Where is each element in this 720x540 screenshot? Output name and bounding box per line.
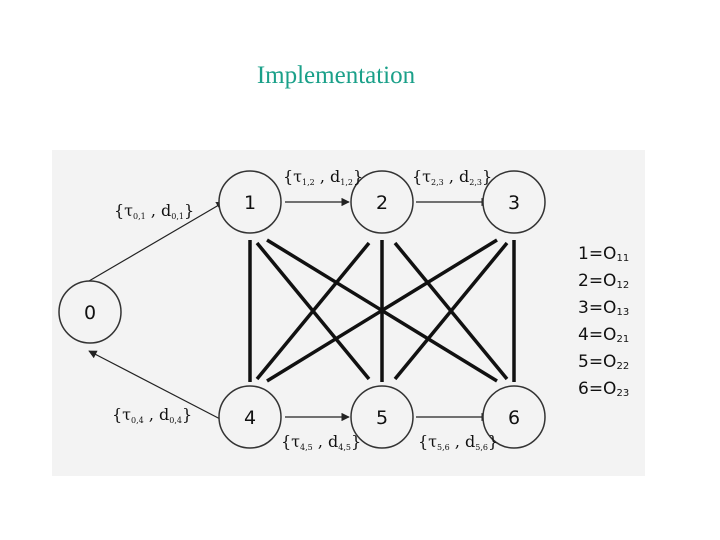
legend-row: 2=O12 (578, 271, 630, 291)
edge-label-1-2: {τ1,2 , d1,2} (283, 167, 363, 187)
edge-2-4 (255, 241, 371, 381)
edge-label-2-3: {τ2,3 , d2,3} (412, 167, 492, 187)
edge-4-0 (88, 350, 225, 422)
node-1: 1 (218, 170, 282, 234)
graph-diagram: 0 1 2 3 4 5 6 {τ0,1 , d0,1} {τ0,4 , d0,4… (58, 167, 546, 452)
node-5: 5 (350, 385, 414, 449)
svg-text:2: 2 (376, 192, 388, 214)
edge-label-0-1: {τ0,1 , d0,1} (114, 201, 194, 221)
svg-text:1: 1 (244, 192, 256, 214)
legend-row: 1=O11 (578, 244, 630, 264)
legend-row: 6=O23 (578, 379, 630, 399)
edge-3-5 (393, 241, 509, 381)
node-2: 2 (350, 170, 414, 234)
svg-text:4: 4 (244, 407, 256, 429)
svg-text:5: 5 (376, 407, 388, 429)
legend-row: 3=O13 (578, 298, 630, 318)
legend-row: 5=O22 (578, 352, 630, 372)
svg-text:3: 3 (508, 192, 520, 214)
edge-label-4-5: {τ4,5 , d4,5} (281, 432, 361, 452)
legend-row: 4=O21 (578, 325, 630, 345)
edge-0-1 (88, 201, 225, 282)
svg-text:6: 6 (508, 407, 520, 429)
slide-title: Implementation (256, 62, 416, 89)
diagram-panel: 0 1 2 3 4 5 6 {τ0,1 , d0,1} {τ0,4 , d0,4… (52, 150, 645, 476)
node-4: 4 (218, 385, 282, 449)
node-0: 0 (58, 280, 122, 344)
node-3: 3 (482, 170, 546, 234)
edge-label-0-4: {τ0,4 , d0,4} (112, 405, 192, 425)
edge-label-5-6: {τ5,6 , d5,6} (418, 432, 498, 452)
node-6: 6 (482, 385, 546, 449)
svg-text:0: 0 (84, 302, 96, 324)
edge-3-4 (266, 238, 498, 383)
node-legend: 1=O11 2=O12 3=O13 4=O21 5=O22 6=O23 (578, 243, 629, 405)
